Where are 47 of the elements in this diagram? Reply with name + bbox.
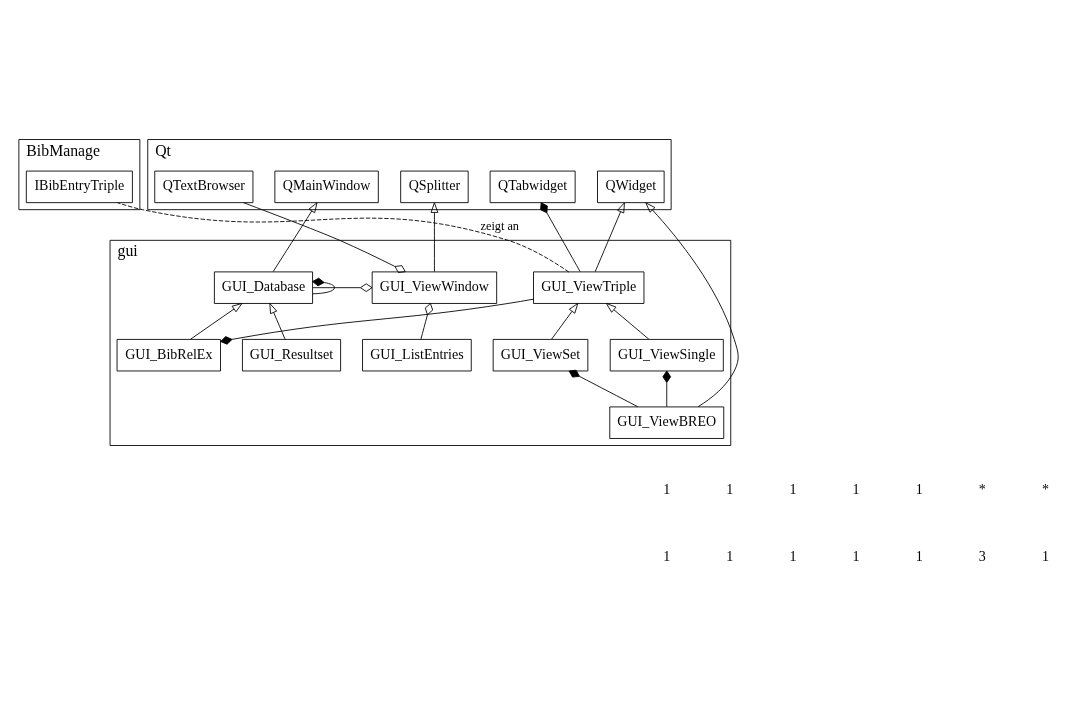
connector: [117, 202, 570, 273]
node-box: GUI_BibRelEx: [116, 338, 221, 372]
node-box: GUI_ViewWindow: [371, 271, 498, 304]
label: *: [978, 481, 986, 497]
label: 1: [726, 481, 734, 497]
node-box: QSplitter: [400, 170, 469, 204]
arrow: [594, 202, 625, 273]
label: 1: [726, 549, 734, 565]
label: 1: [789, 549, 797, 565]
node-box: GUI_ViewBREO: [609, 406, 725, 439]
label: 1: [852, 481, 860, 497]
node-box: GUI_ViewSingle: [609, 338, 724, 372]
node-box: GUI_ViewSet: [492, 338, 589, 372]
label: 1: [663, 481, 671, 497]
connector: [568, 369, 639, 408]
label: 1: [663, 549, 671, 565]
arrow: [430, 202, 439, 273]
node-box: QWidget: [597, 170, 665, 204]
label: 1: [915, 549, 923, 565]
node-box: IBibEntryTriple: [25, 170, 133, 204]
node-box: GUI_ListEntries: [362, 338, 472, 372]
node-box: GUI_Database: [213, 271, 313, 304]
arrow: [272, 202, 318, 273]
node-box: QMainWindow: [274, 170, 379, 204]
connector: [312, 283, 373, 292]
connector: [540, 202, 581, 273]
label: 1: [852, 549, 860, 565]
node-box: GUI_Resultset: [242, 338, 342, 372]
arrow: [645, 202, 739, 408]
label: 1: [915, 481, 923, 497]
arrow: [551, 303, 579, 340]
label: *: [1041, 481, 1050, 497]
connector: [312, 277, 335, 295]
connector: [220, 298, 534, 345]
node-box: QTabwidget: [489, 170, 576, 204]
label: 1: [1041, 549, 1050, 565]
node-box: GUI_ViewTriple: [533, 271, 645, 304]
arrow: [606, 303, 650, 340]
label: 3: [978, 549, 986, 565]
edge-label: zeigt an: [480, 219, 519, 233]
connector: [243, 202, 406, 273]
connector: [662, 370, 672, 408]
arrow: [190, 303, 243, 340]
node-box: QTextBrowser: [154, 170, 254, 204]
arrow: [269, 303, 286, 340]
label: 1: [789, 481, 797, 497]
connector: [420, 303, 434, 340]
